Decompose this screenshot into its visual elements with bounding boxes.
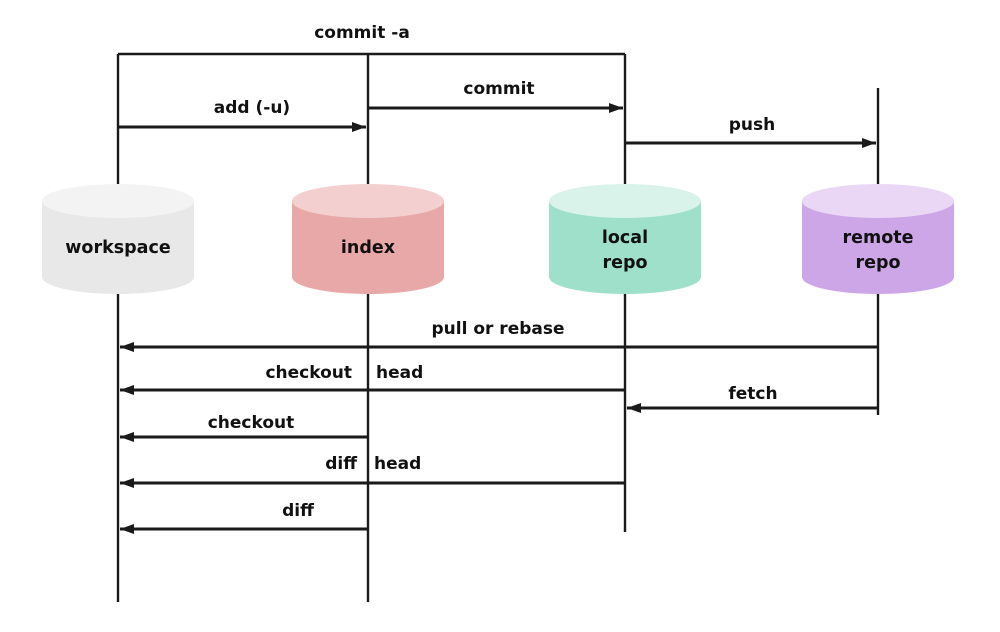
command-labels: commit -a add (-u) commit push pull or r… [208,23,778,521]
local-repo-node: local repo [549,184,701,294]
local-repo-label-line1: local [602,228,648,248]
remote-repo-node: remote repo [802,184,954,294]
index-node: index [292,184,444,294]
diff-head-label-right: head [374,454,421,474]
workspace-cylinder-top [42,184,194,218]
index-cylinder-body [292,201,444,294]
remote-repo-cylinder-body [802,201,954,294]
command-arrows [118,103,878,534]
workspace-cylinder-body [42,201,194,294]
fetch-label: fetch [728,384,777,404]
workspace-label: workspace [65,238,171,258]
remote-repo-label-line2: repo [855,253,900,273]
checkout-label: checkout [208,413,295,433]
push-label: push [729,115,776,135]
commit-label: commit [463,79,534,99]
nodes: workspace index local repo remote repo [42,184,954,294]
index-label: index [341,238,396,258]
checkout-head-label-left: checkout [265,363,352,383]
remote-repo-cylinder-top [802,184,954,218]
local-repo-label-line2: repo [602,253,647,273]
pull-or-rebase-label: pull or rebase [431,319,564,339]
add-u-label: add (-u) [214,98,290,118]
remote-repo-label-line1: remote [843,228,914,248]
workspace-node: workspace [42,184,194,294]
diff-label: diff [282,501,314,521]
local-repo-cylinder-top [549,184,701,218]
commit-a-label: commit -a [314,23,410,43]
checkout-head-label-right: head [376,363,423,383]
diff-head-label-left: diff [325,454,357,474]
index-cylinder-top [292,184,444,218]
local-repo-cylinder-body [549,201,701,294]
